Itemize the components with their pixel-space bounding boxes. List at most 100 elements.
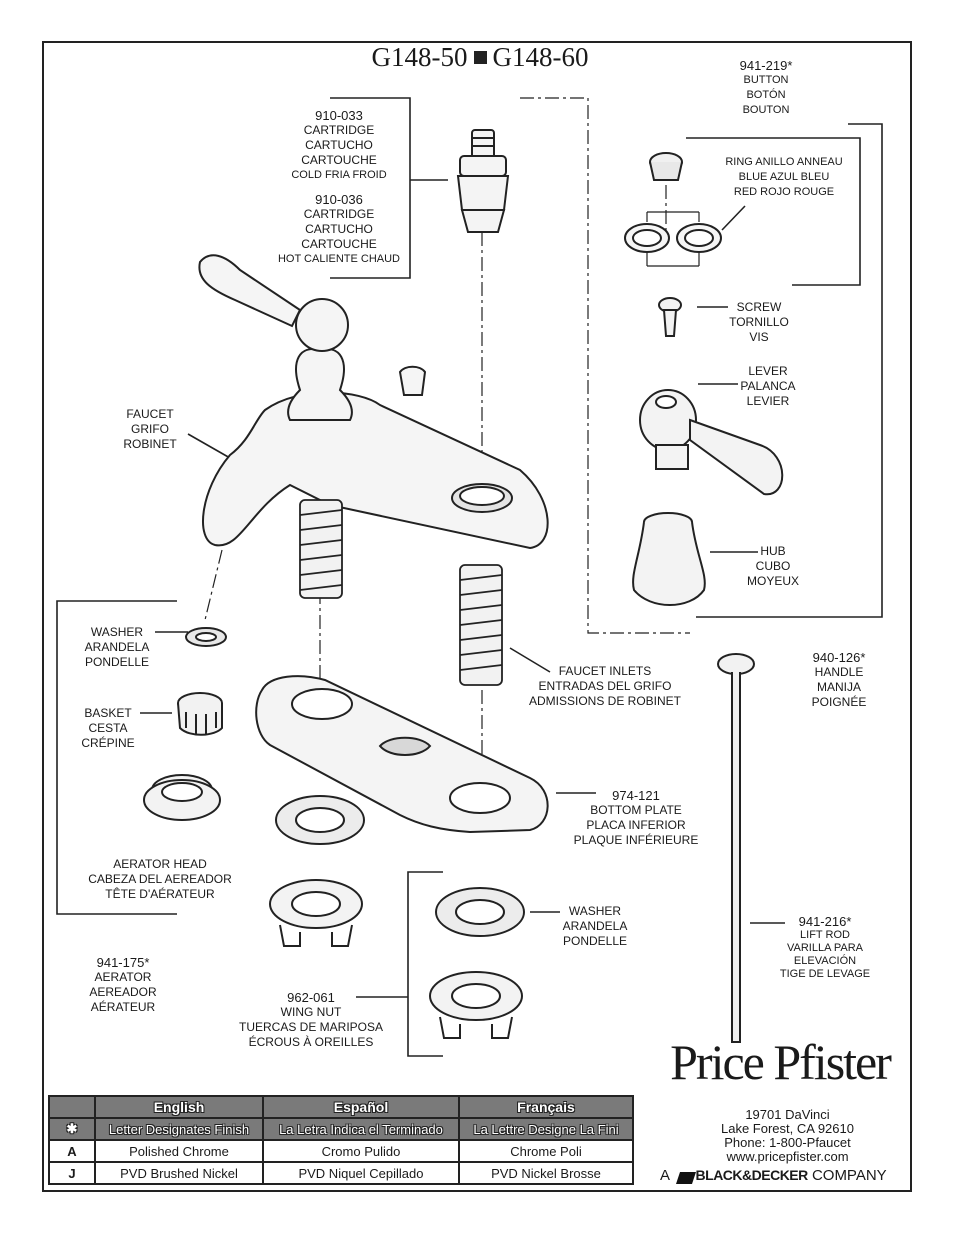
label-screw: SCREW TORNILLO VIS <box>720 300 798 345</box>
address-line-1: 19701 DaVinci <box>745 1107 830 1122</box>
label-red: RED ROJO ROUGE <box>733 186 835 198</box>
label-es: TUERCAS DE MARIPOSA <box>238 1020 384 1034</box>
label-en: WASHER <box>90 625 144 639</box>
washer-right <box>435 887 525 937</box>
finish-es: La Letra Indica el Terminado <box>262 1117 460 1141</box>
label-fr: ROBINET <box>123 437 177 451</box>
label-lift-rod: 941-216* LIFT ROD VARILLA PARA ELEVACIÓN… <box>772 914 878 981</box>
finish-es: Cromo Pulido <box>262 1139 460 1163</box>
label-es-2: ELEVACIÓN <box>793 955 857 967</box>
label-en: AERATOR HEAD <box>113 857 207 871</box>
aerator-head <box>143 774 221 821</box>
label-faucet-inlets: FAUCET INLETS ENTRADAS DEL GRIFO ADMISSI… <box>524 664 686 709</box>
address-line-2: Lake Forest, CA 92610 <box>721 1121 854 1136</box>
price-pfister-logo: Price Pfister <box>670 1034 892 1090</box>
label-fr: TIGE DE LEVAGE <box>779 968 871 980</box>
label-en: BOTTOM PLATE <box>590 803 682 817</box>
label-fr: LEVIER <box>746 394 790 408</box>
company-name: BLACK&DECKER <box>695 1167 809 1183</box>
label-washer-wingnut: WASHER ARANDELA PONDELLE <box>556 904 634 949</box>
label-fr: POIGNÉE <box>811 695 867 709</box>
finish-en: Letter Designates Finish <box>93 1117 265 1141</box>
label-en: SCREW <box>736 300 782 314</box>
finish-fr: PVD Nickel Brosse <box>457 1161 635 1185</box>
finish-table-header: English Español Français <box>48 1095 635 1119</box>
finish-fr: Chrome Poli <box>457 1139 635 1163</box>
washer-left <box>275 795 365 845</box>
label-es: ARANDELA <box>84 640 150 654</box>
label-fr: ÉCROUS À OREILLES <box>248 1035 374 1049</box>
finish-en: Polished Chrome <box>93 1139 265 1163</box>
finish-table: English Español Français ✱ Letter Design… <box>48 1095 635 1185</box>
company-prefix: A <box>660 1167 670 1184</box>
label-type: COLD FRIA FROID <box>291 169 387 181</box>
label-washer-aerator: WASHER ARANDELA PONDELLE <box>78 625 156 670</box>
label-es: ENTRADAS DEL GRIFO <box>538 679 672 693</box>
label-en: HUB <box>760 544 786 558</box>
label-ring: RING ANILLO ANNEAU BLUE AZUL BLEU RED RO… <box>718 155 850 200</box>
label-fr: ADMISSIONS DE ROBINET <box>528 694 682 708</box>
label-fr: CARTOUCHE <box>301 153 377 167</box>
label-es: PLACA INFERIOR <box>586 818 686 832</box>
label-es: ARANDELA <box>562 919 628 933</box>
table-row: J PVD Brushed Nickel PVD Niquel Cepillad… <box>48 1161 635 1185</box>
label-es: CUBO <box>755 559 791 573</box>
part-number: 910-036 <box>315 192 363 207</box>
label-en: LEVER <box>748 364 788 378</box>
finish-en: PVD Brushed Nickel <box>93 1161 265 1185</box>
finish-es: PVD Niquel Cepillado <box>262 1161 460 1185</box>
label-fr: BOUTON <box>742 104 790 116</box>
label-cartridge-hot: 910-036 CARTRIDGE CARTUCHO CARTOUCHE HOT… <box>274 192 404 267</box>
finish-fr: La Lettre Designe La Fini <box>457 1117 635 1141</box>
handle-bracket <box>696 123 883 618</box>
faucet-body <box>198 254 549 550</box>
part-number: 940-126* <box>812 650 866 665</box>
label-es: CARTUCHO <box>305 138 373 152</box>
finish-code: ✱ <box>48 1117 96 1141</box>
label-bottom-plate: 974-121 BOTTOM PLATE PLACA INFERIOR PLAQ… <box>572 788 700 848</box>
label-es: MANIJA <box>816 680 861 694</box>
label-es: TORNILLO <box>729 315 789 329</box>
model-a: G148-50 <box>371 42 468 72</box>
label-fr: MOYEUX <box>746 574 799 588</box>
washer-small <box>185 627 227 647</box>
label-es: CESTA <box>88 721 128 735</box>
part-number: 962-061 <box>287 990 335 1005</box>
lever <box>639 389 784 496</box>
page-border <box>42 41 912 1192</box>
ring-bracket <box>686 137 861 286</box>
label-type: HOT CALIENTE CHAUD <box>277 253 401 265</box>
label-aerator-head: AERATOR HEAD CABEZA DEL AEREADOR TÊTE D'… <box>68 857 252 902</box>
label-fr: AÉRATEUR <box>90 1000 156 1014</box>
basket <box>177 692 223 736</box>
label-fr: PLAQUE INFÉRIEURE <box>573 833 699 847</box>
label-lever: LEVER PALANCA LEVIER <box>728 364 808 409</box>
label-en: BUTTON <box>743 74 789 86</box>
separator-square-icon <box>473 51 487 64</box>
label-handle: 940-126* HANDLE MANIJA POIGNÉE <box>800 650 878 710</box>
header-francais: Français <box>457 1095 635 1119</box>
screw <box>658 297 682 337</box>
cartridge-bracket <box>330 97 411 279</box>
label-es: GRIFO <box>131 422 169 436</box>
label-wing-nut: 962-061 WING NUT TUERCAS DE MARIPOSA ÉCR… <box>232 990 390 1050</box>
company-suffix: COMPANY <box>811 1167 887 1184</box>
table-row: A Polished Chrome Cromo Pulido Chrome Po… <box>48 1139 635 1163</box>
label-en: WING NUT <box>280 1005 342 1019</box>
bottom-plate <box>255 675 549 834</box>
website: www.pricepfister.com <box>726 1149 849 1164</box>
label-button: 941-219* BUTTON BOTÓN BOUTON <box>720 58 812 118</box>
finish-code: J <box>48 1161 96 1185</box>
parent-company: A BLACK&DECKER COMPANY <box>660 1167 910 1184</box>
label-en: FAUCET INLETS <box>558 664 652 678</box>
label-basket: BASKET CESTA CRÉPINE <box>76 706 140 751</box>
label-en: AERATOR <box>94 970 152 984</box>
label-fr: PONDELLE <box>84 655 150 669</box>
label-es: CABEZA DEL AEREADOR <box>88 872 232 886</box>
label-hub: HUB CUBO MOYEUX <box>738 544 808 589</box>
part-number: 941-175* <box>96 955 150 970</box>
label-en: HANDLE <box>814 665 864 679</box>
label-en: CARTRIDGE <box>303 207 375 221</box>
header-espanol: Español <box>262 1095 460 1119</box>
